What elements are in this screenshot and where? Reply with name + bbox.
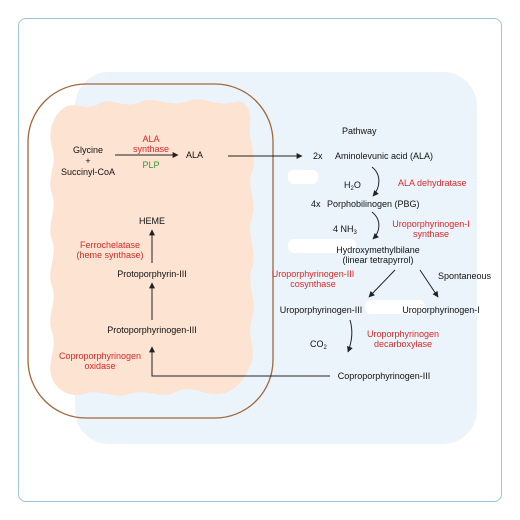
water-label: H2O bbox=[344, 180, 361, 192]
uroporphyrinogen-iii-cosynthase-label-line1: Uroporphyrinogen-III bbox=[271, 269, 355, 279]
arrow-ala-to-pbg bbox=[371, 166, 380, 197]
glycine-label: Glycine bbox=[72, 145, 104, 155]
uroporphyrinogen-i-synthase-label-line1: Uroporphyrinogen-I bbox=[392, 219, 470, 229]
ala-synthase-label-line2: synthase bbox=[132, 144, 170, 154]
hydroxymethylbilane-label-line2: (linear tetrapyrrol) bbox=[342, 255, 414, 265]
plp-cofactor-label: PLP bbox=[142, 160, 160, 170]
uroporphyrinogen-i-synthase-label-line2: synthase bbox=[412, 229, 450, 239]
cytoplasm-gap bbox=[365, 300, 425, 314]
protoporphyrin-label: Protoporphyrin-III bbox=[117, 269, 187, 279]
succinyl-coa-label: Succinyl-CoA bbox=[60, 167, 116, 177]
ala-dehydratase-label: ALA dehydratase bbox=[398, 178, 467, 188]
carbon-dioxide-label: CO2 bbox=[310, 339, 327, 351]
cytoplasm-gap bbox=[288, 170, 318, 184]
ala-synthase-label-line1: ALA bbox=[142, 134, 160, 144]
coproporphyrinogen-iii-label: Coproporphyrinogen-III bbox=[337, 371, 431, 381]
aminolevulinic-acid-label: Aminolevunic acid (ALA) bbox=[335, 151, 434, 161]
uroporphyrinogen-iii-cosynthase-label-line2: cosynthase bbox=[290, 279, 336, 289]
ala-label: ALA bbox=[186, 150, 204, 160]
porphobilinogen-label: Porphobilinogen (PBG) bbox=[327, 199, 420, 209]
pathway-label: Pathway bbox=[342, 126, 377, 136]
cytoplasm-gap bbox=[288, 239, 356, 253]
ferrochelatase-label-line2: (heme synthase) bbox=[76, 250, 144, 260]
coproporphyrinogen-oxidase-label-line2: oxidase bbox=[84, 361, 116, 371]
arrow-pbg-to-hmb bbox=[371, 211, 380, 240]
arrow-uro3-to-copro3 bbox=[347, 319, 353, 353]
uroporphyrinogen-iii-label: Uroporphyrinogen-III bbox=[279, 305, 363, 315]
uroporphyrinogen-decarboxylase-label-line1: Uroporphyrinogen bbox=[366, 329, 440, 339]
arrow-hmb-to-uro1 bbox=[419, 269, 439, 298]
plus-sign: + bbox=[85, 156, 91, 166]
ammonia-label: 4 NH3 bbox=[333, 224, 357, 236]
uroporphyrinogen-i-label: Uroporphyrinogen-I bbox=[402, 305, 480, 315]
hydroxymethylbilane-label-line1: Hydroxymethylbilane bbox=[336, 245, 420, 255]
ala-count-label: 2x bbox=[313, 151, 323, 161]
uroporphyrinogen-decarboxylase-label-line2: decarboxylase bbox=[373, 339, 433, 349]
spontaneous-label: Spontaneous bbox=[438, 271, 492, 281]
ferrochelatase-label-line1: Ferrochelatase bbox=[79, 240, 141, 250]
figure-frame bbox=[18, 18, 502, 502]
pbg-count-label: 4x bbox=[311, 199, 321, 209]
mitochondrion-membrane bbox=[27, 83, 274, 419]
arrow-copro3-to-protoporphyrinogen bbox=[149, 346, 330, 377]
coproporphyrinogen-oxidase-label-line1: Coproporphyrinogen bbox=[58, 351, 142, 361]
protoporphyrinogen-label: Protoporphyrinogen-III bbox=[107, 325, 197, 335]
arrow-hmb-to-uro3 bbox=[368, 269, 396, 298]
heme-label: HEME bbox=[138, 216, 166, 226]
